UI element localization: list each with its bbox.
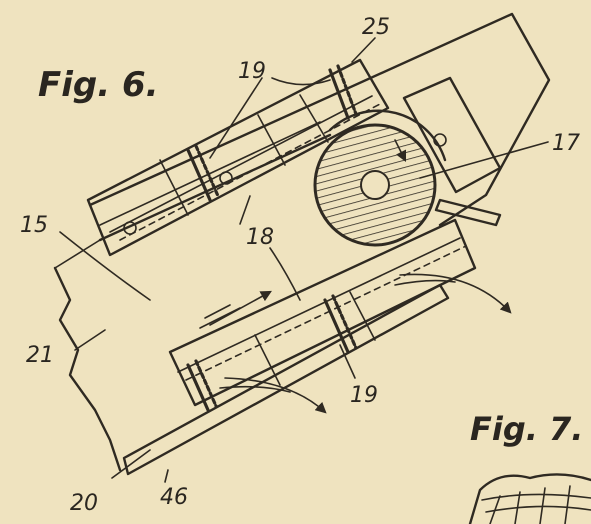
leader-lines xyxy=(59,37,549,483)
left-body xyxy=(53,239,122,472)
ref-25: 25 xyxy=(362,15,390,40)
ref-19-top: 19 xyxy=(238,59,266,84)
lower-chute xyxy=(122,218,477,476)
ref-19-bottom: 19 xyxy=(350,383,378,408)
fig-6-title: Fig. 6. xyxy=(38,65,159,105)
roller-17 xyxy=(313,109,447,247)
ref-17: 17 xyxy=(552,131,580,156)
ref-21: 21 xyxy=(26,343,54,368)
ref-20: 20 xyxy=(70,491,98,516)
outlet-lip xyxy=(434,198,502,227)
ref-46: 46 xyxy=(160,485,188,510)
flow-arrows xyxy=(199,273,512,414)
fig-7-title: Fig. 7. xyxy=(470,410,583,448)
ref-15: 15 xyxy=(20,213,48,238)
ref-18: 18 xyxy=(246,225,274,250)
fig-7-partial-drawing xyxy=(468,473,591,524)
upper-chute xyxy=(86,58,390,257)
